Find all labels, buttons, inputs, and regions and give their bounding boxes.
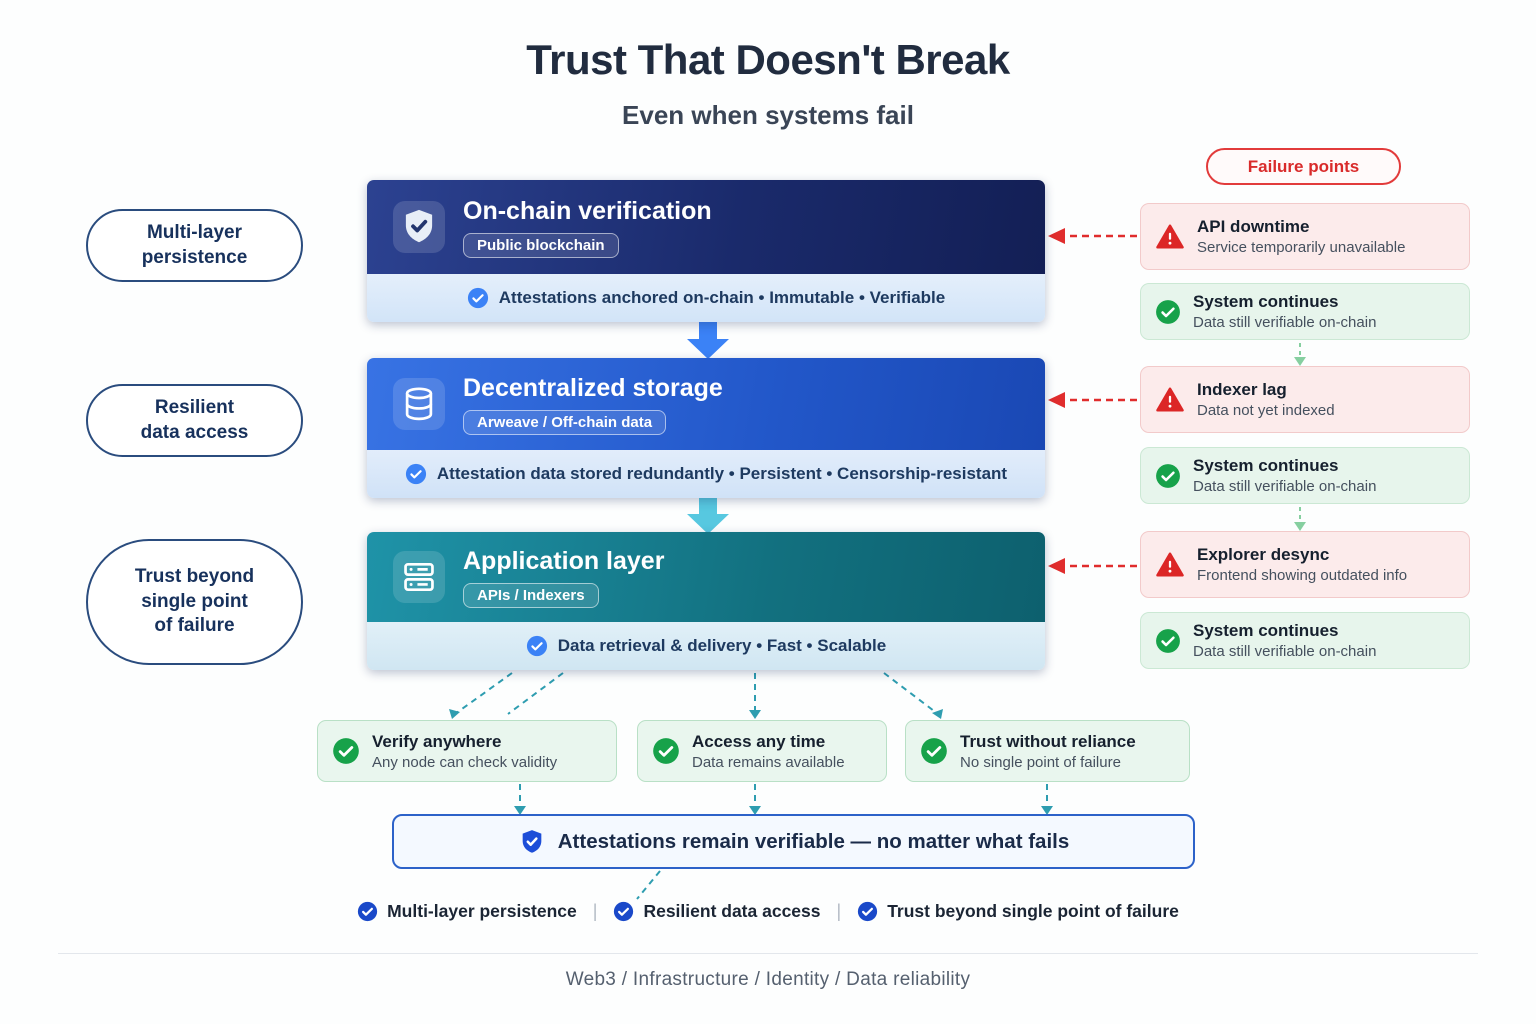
ok-card-desc: Data still verifiable on-chain [1193, 643, 1377, 660]
arrow-down-blue [687, 322, 729, 359]
ok-card-desc: Data still verifiable on-chain [1193, 314, 1377, 331]
benefit-card-verify-anywhere: Verify anywhere Any node can check valid… [317, 720, 617, 782]
failure-card-desc: Data not yet indexed [1197, 402, 1335, 419]
footer-divider [58, 953, 1478, 954]
benefit-card-trust-without-reliance: Trust without reliance No single point o… [905, 720, 1190, 782]
benefit-card-text: Access any time Data remains available [692, 732, 845, 771]
ok-card-text: System continues Data still verifiable o… [1193, 621, 1376, 660]
page-footer: Web3 / Infrastructure / Identity / Data … [565, 969, 971, 990]
check-circle-icon [652, 737, 680, 765]
benefit-desc: No single point of failure [960, 753, 1121, 771]
failure-card-title: Explorer desync [1197, 545, 1330, 564]
left-label-resilient-data-access: Resilient data access [86, 384, 303, 457]
check-circle-icon [467, 287, 489, 309]
page-subtitle: Even when systems fail [622, 100, 914, 130]
layer-badge: APIs / Indexers [463, 582, 599, 608]
left-label-trust-beyond-spof: Trust beyond single point of failure [86, 539, 303, 665]
layer-footer-text: Data retrieval & delivery • Fast • Scala… [557, 636, 887, 655]
failure-card-text: Explorer desync Frontend showing outdate… [1197, 545, 1407, 584]
failure-card-title: API downtime [1197, 217, 1310, 236]
checklist-row: Multi-layer persistence | Resilient data… [0, 901, 1536, 922]
failure-card-text: Indexer lag Data not yet indexed [1197, 380, 1335, 419]
checklist-separator: | [592, 901, 598, 921]
arrow-down-cyan [687, 498, 729, 534]
ok-card-system-continues-3: System continues Data still verifiable o… [1140, 612, 1470, 669]
layer-badge: Arweave / Off-chain data [463, 409, 667, 435]
layer-onchain-verification: On-chain verification Public blockchain … [367, 180, 1045, 322]
benefit-title: Trust without reliance [960, 731, 1136, 751]
layer-heading-block: On-chain verification Public blockchain [463, 197, 712, 258]
check-circle-icon [857, 901, 878, 922]
failure-card-api-downtime: API downtime Service temporarily unavail… [1140, 203, 1470, 270]
layer-heading-block: Application layer APIs / Indexers [463, 547, 664, 608]
layer-title: On-chain verification [463, 196, 712, 225]
server-icon [393, 551, 445, 603]
benefit-card-access-any-time: Access any time Data remains available [637, 720, 887, 782]
layer-title: Decentralized storage [463, 373, 723, 402]
check-circle-icon [357, 901, 378, 922]
shield-icon [518, 828, 546, 856]
check-circle-icon [613, 901, 634, 922]
layer-heading-block: Decentralized storage Arweave / Off-chai… [463, 374, 723, 435]
check-circle-icon [1155, 299, 1181, 325]
page-title: Trust That Doesn't Break [526, 36, 1010, 83]
warning-icon [1155, 222, 1185, 252]
layer-application: Application layer APIs / Indexers Data r… [367, 532, 1045, 670]
benefit-desc: Any node can check validity [372, 753, 558, 771]
layer-footer: Attestation data stored redundantly • Pe… [367, 450, 1045, 498]
banner-text: Attestations remain verifiable — no matt… [557, 829, 1070, 853]
ok-card-title: System continues [1193, 621, 1339, 640]
layer-badge: Public blockchain [463, 232, 619, 258]
ok-card-system-continues-1: System continues Data still verifiable o… [1140, 283, 1470, 340]
check-circle-icon [405, 463, 427, 485]
checklist-label: Resilient data access [643, 901, 821, 921]
layer-footer-text: Attestation data stored redundantly • Pe… [436, 464, 1008, 483]
ok-card-text: System continues Data still verifiable o… [1193, 292, 1376, 331]
layer-header: Application layer APIs / Indexers [367, 532, 1045, 622]
failure-card-title: Indexer lag [1197, 380, 1287, 399]
benefit-title: Access any time [692, 731, 826, 751]
layer-header: Decentralized storage Arweave / Off-chai… [367, 358, 1045, 450]
layer-title: Application layer [463, 546, 665, 575]
layer-header: On-chain verification Public blockchain [367, 180, 1045, 274]
left-label-multi-layer-persistence: Multi-layer persistence [86, 209, 303, 282]
checklist-item-resilient: Resilient data access [613, 901, 821, 922]
benefit-card-text: Verify anywhere Any node can check valid… [372, 732, 557, 771]
check-circle-icon [1155, 628, 1181, 654]
layer-decentralized-storage: Decentralized storage Arweave / Off-chai… [367, 358, 1045, 498]
warning-icon [1155, 550, 1185, 580]
failure-card-explorer-desync: Explorer desync Frontend showing outdate… [1140, 531, 1470, 598]
failure-card-desc: Frontend showing outdated info [1197, 567, 1408, 584]
check-circle-icon [332, 737, 360, 765]
ok-card-system-continues-2: System continues Data still verifiable o… [1140, 447, 1470, 504]
failure-card-desc: Service temporarily unavailable [1197, 239, 1406, 256]
checklist-item-multi-layer: Multi-layer persistence [357, 901, 577, 922]
failure-points-label: Failure points [1206, 148, 1401, 185]
failure-card-indexer-lag: Indexer lag Data not yet indexed [1140, 366, 1470, 433]
layer-footer-text: Attestations anchored on-chain • Immutab… [498, 288, 946, 307]
check-circle-icon [920, 737, 948, 765]
database-icon [393, 378, 445, 430]
ok-card-desc: Data still verifiable on-chain [1193, 478, 1377, 495]
layer-footer: Attestations anchored on-chain • Immutab… [367, 274, 1045, 322]
checklist-item-trust-beyond: Trust beyond single point of failure [857, 901, 1179, 922]
conclusion-banner: Attestations remain verifiable — no matt… [392, 814, 1195, 869]
benefit-title: Verify anywhere [372, 731, 502, 751]
checklist-separator: | [836, 901, 842, 921]
check-circle-icon [526, 635, 548, 657]
benefit-card-text: Trust without reliance No single point o… [960, 732, 1136, 771]
benefit-desc: Data remains available [692, 753, 845, 771]
checklist-label: Trust beyond single point of failure [887, 901, 1179, 921]
failure-card-text: API downtime Service temporarily unavail… [1197, 217, 1405, 256]
shield-check-icon [393, 201, 445, 253]
ok-card-title: System continues [1193, 292, 1339, 311]
warning-icon [1155, 385, 1185, 415]
layer-footer: Data retrieval & delivery • Fast • Scala… [367, 622, 1045, 670]
ok-card-text: System continues Data still verifiable o… [1193, 456, 1376, 495]
checklist-label: Multi-layer persistence [387, 901, 577, 921]
check-circle-icon [1155, 463, 1181, 489]
ok-card-title: System continues [1193, 456, 1339, 475]
